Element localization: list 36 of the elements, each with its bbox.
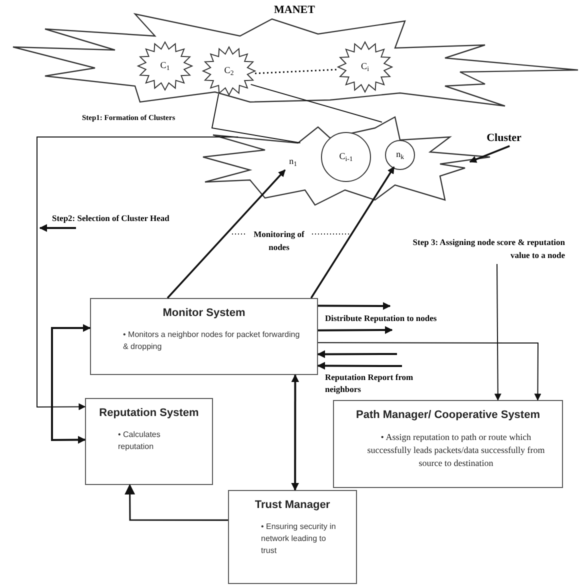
arrow xyxy=(469,145,510,163)
text-label: n$_{1}$ xyxy=(289,155,297,169)
bullet-text: • Ensuring security in network leading to trust xyxy=(261,520,337,557)
arrow xyxy=(51,324,91,444)
arrow xyxy=(494,264,502,401)
arrow xyxy=(318,342,542,401)
box-title: Reputation System xyxy=(99,407,199,421)
arrow xyxy=(317,362,402,370)
arrow xyxy=(310,166,395,298)
connector-line xyxy=(211,94,301,144)
arrow xyxy=(124,484,228,521)
circle-label: n$_{k}$ xyxy=(396,148,404,162)
box-title: Trust Manager xyxy=(254,499,330,513)
circle-label: C$_{1}$ xyxy=(160,59,170,73)
text-label: Cluster xyxy=(486,130,522,146)
arrow xyxy=(318,302,391,310)
circle-label: C$_{i}$ xyxy=(361,60,369,74)
process-box xyxy=(333,400,563,488)
process-box xyxy=(90,298,318,375)
network-title: MANET xyxy=(274,3,315,18)
process-box xyxy=(85,398,213,485)
arrow xyxy=(318,326,393,334)
arrow xyxy=(36,136,239,410)
process-box xyxy=(228,490,357,584)
box-title: Monitor System xyxy=(162,307,246,321)
circle-label: C$_{2}$ xyxy=(224,64,234,78)
bullet-text: • Assign reputation to path or route which successfully leads packets/data successfully from source to destination xyxy=(366,430,546,470)
arrow xyxy=(166,169,286,299)
box-title: Path Manager/ Cooperative System xyxy=(356,409,540,423)
arrow xyxy=(291,374,300,491)
connector-line xyxy=(254,68,338,74)
circle-label: C$_{i-1}$ xyxy=(339,150,353,164)
arrow xyxy=(317,350,397,358)
bullet-text: • Calculates reputation xyxy=(118,428,162,453)
connector-line xyxy=(250,84,383,123)
bullet-text: • Monitors a neighbor nodes for packet forwarding & dropping xyxy=(123,328,301,353)
